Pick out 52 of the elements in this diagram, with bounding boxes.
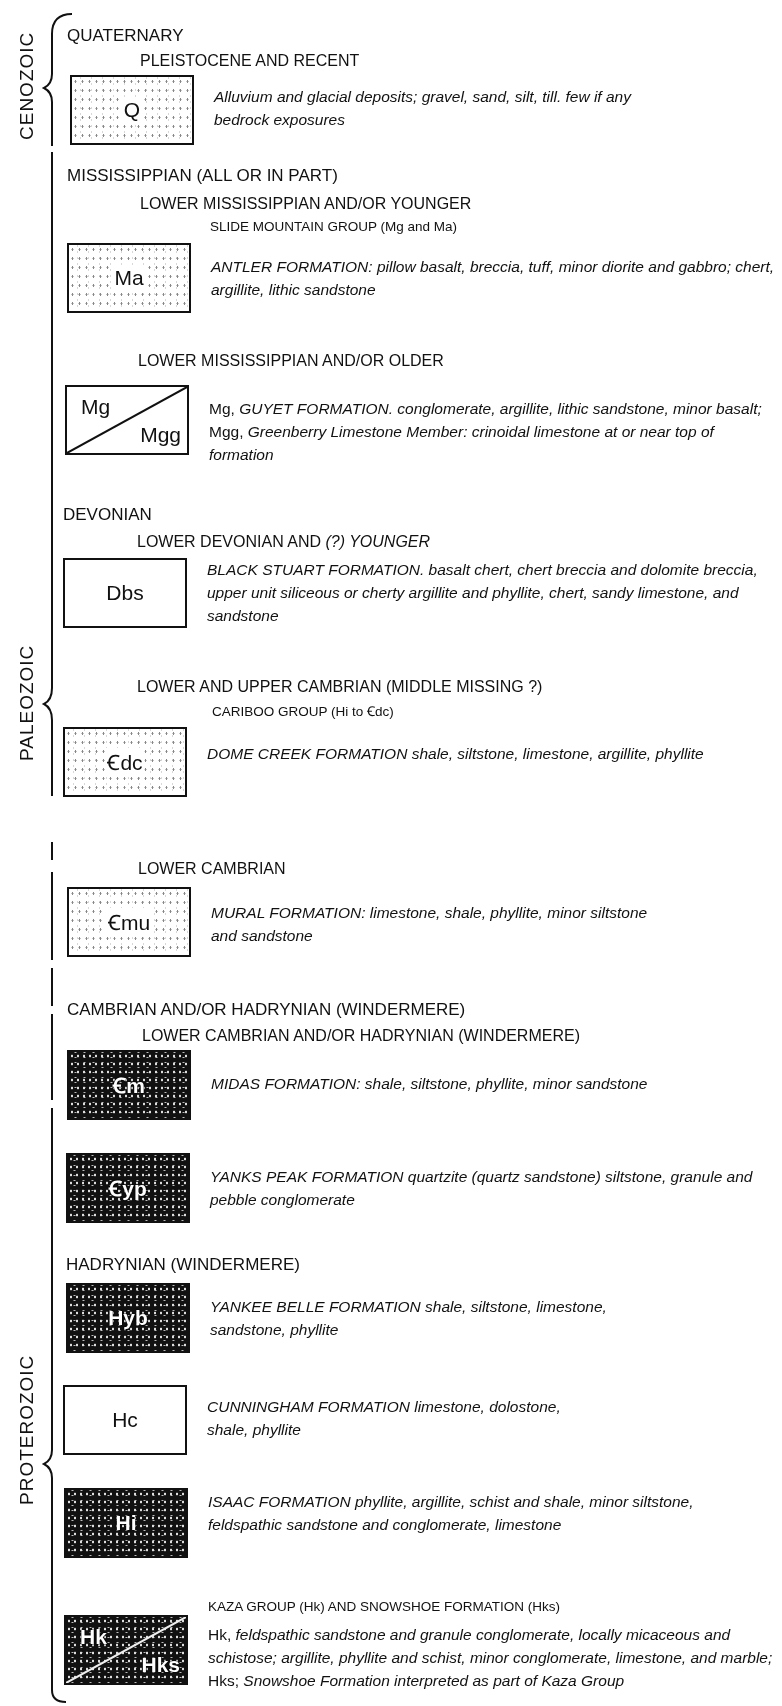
unit-description: Hk, feldspathic sandstone and granule conglomerate, locally micaceous and schistose; argillite, phyllite and schist, minor conglomerate, limestone, and marble; Hks; Snowshoe Formation interpreted as part of Kaza Group [208,1625,774,1691]
unit-description: Alluvium and glacial deposits; gravel, sand, silt, till. few if any bedrock exposures [214,87,633,130]
unit-symbol: Hc [112,1408,138,1432]
unit-description: DOME CREEK FORMATION shale, siltstone, limestone, argillite, phyllite [207,744,705,764]
unit-description: YANKEE BELLE FORMATION shale, siltstone, limestone, sandstone, phyllite [210,1297,608,1340]
unit-symbol: Hi [115,1511,137,1535]
map-unit-box [67,887,191,957]
heading: LOWER MISSISSIPPIAN AND/OR YOUNGER [140,195,472,213]
unit-description: CUNNINGHAM FORMATION limestone, dolostone, shale, phyllite [207,1397,562,1440]
unit-heading: KAZA GROUP (Hk) AND SNOWSHOE FORMATION (Hks) [208,1598,561,1616]
heading: CARIBOO GROUP (Hi to Ꞓdc) [212,703,394,720]
map-unit-box [67,1050,191,1120]
era-label: PALEOZOIC [16,643,38,764]
unit-symbol: Ꞓdc [105,748,145,776]
unit-description: Mg, GUYET FORMATION. conglomerate, argillite, lithic sandstone, minor basalt; Mgg, Greenberry Limestone Member: crinoidal limestone at or near top of formation [209,399,763,465]
unit-symbol: Ꞓmu [105,908,153,936]
unit-symbol: Dbs [106,581,144,605]
heading: PLEISTOCENE AND RECENT [140,52,360,70]
unit-description: BLACK STUART FORMATION. basalt chert, chert breccia and dolomite breccia, upper unit siliceous or cherty argillite and phyllite, chert, sandy limestone, and sandstone [207,560,759,626]
heading: LOWER CAMBRIAN [138,860,286,878]
heading: HADRYNIAN (WINDERMERE) [66,1255,300,1275]
unit-description: YANKS PEAK FORMATION quartzite (quartz sandstone) siltstone, granule and pebble conglomerate [210,1167,754,1210]
unit-description: ANTLER FORMATION: pillow basalt, breccia, tuff, minor diorite and gabbro; chert, argillite, lithic sandstone [211,257,776,300]
map-unit-box [70,75,194,145]
map-unit-box [66,1153,190,1223]
unit-symbol: Mg [81,395,111,419]
heading: SLIDE MOUNTAIN GROUP (Mg and Ma) [210,219,458,234]
map-unit-box [63,727,187,797]
heading: DEVONIAN [63,505,152,525]
unit-description: MURAL FORMATION: limestone, shale, phyllite, minor siltstone and sandstone [211,903,649,946]
heading: MISSISSIPPIAN (ALL OR IN PART) [67,166,338,186]
map-unit-box [66,1283,190,1353]
map-unit-box [67,243,191,313]
heading: LOWER MISSISSIPPIAN AND/OR OLDER [138,352,444,370]
heading: CAMBRIAN AND/OR HADRYNIAN (WINDERMERE) [67,1000,466,1020]
unit-symbol: Ma [112,266,146,290]
unit-symbol: Hyb [108,1306,148,1330]
heading: LOWER AND UPPER CAMBRIAN (MIDDLE MISSING ?) [137,678,543,696]
map-unit-box [64,1488,188,1558]
unit-symbol: Ꞓm [113,1073,145,1099]
era-label: CENOZOIC [16,30,38,142]
era-label: PROTEROZOIC [16,1353,38,1508]
unit-symbol: Hks [141,1653,180,1677]
unit-symbol: Mgg [140,423,181,447]
unit-description: ISAAC FORMATION phyllite, argillite, schist and shale, minor siltstone, feldspathic sandstone and conglomerate, limestone [208,1492,695,1535]
unit-symbol: Ꞓyp [109,1176,147,1202]
map-unit-box [63,1385,187,1455]
unit-symbol: Q [121,98,143,122]
unit-symbol: Hk [80,1625,107,1649]
map-unit-box [63,558,187,628]
heading: QUATERNARY [67,26,184,46]
unit-description: MIDAS FORMATION: shale, siltstone, phyllite, minor sandstone [211,1074,649,1094]
